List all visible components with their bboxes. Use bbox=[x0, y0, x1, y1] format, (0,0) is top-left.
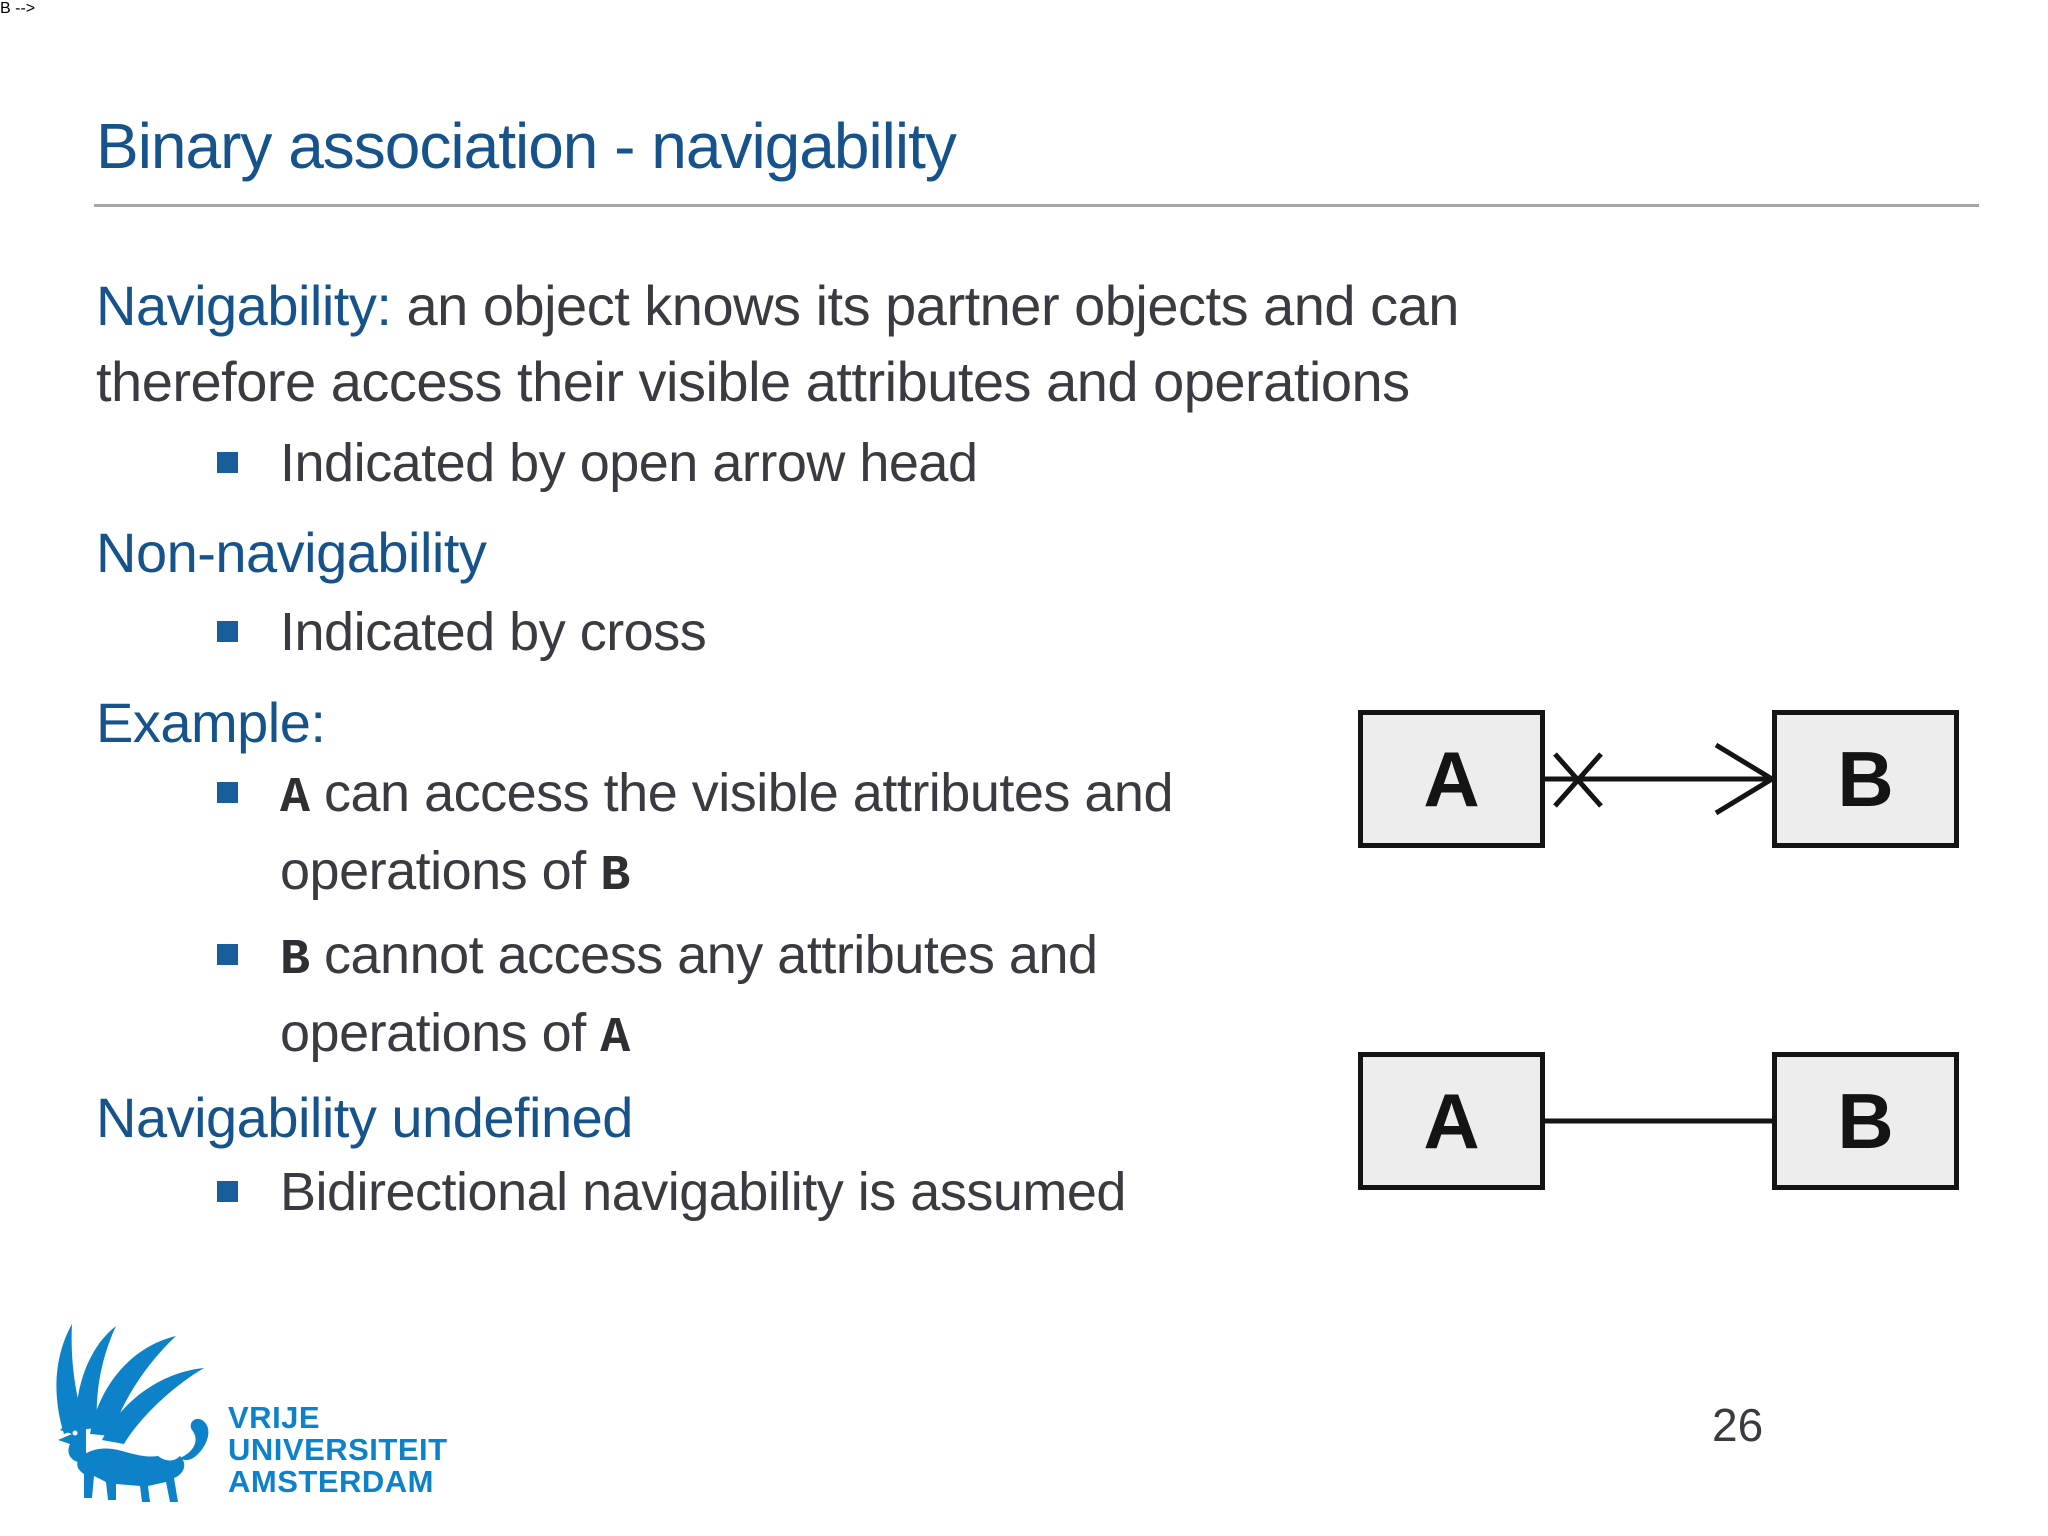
bullet-example-b: B cannot access any attributes and opera… bbox=[217, 919, 1098, 1075]
bullet-square-icon bbox=[217, 621, 238, 642]
intro-paragraph: Navigability: an object knows its partne… bbox=[96, 268, 1816, 420]
cross-open-arrow-connector-icon bbox=[1545, 742, 1775, 816]
example-b-line-2: operations of A bbox=[280, 997, 1098, 1075]
bullet-example-a-text: A can access the visible attributes and … bbox=[280, 757, 1174, 913]
uml-class-b-label: B bbox=[1837, 734, 1894, 823]
uml-class-box-b-top: B bbox=[1772, 710, 1959, 848]
bullet-square-icon bbox=[217, 452, 238, 473]
bullet-square-icon bbox=[217, 782, 238, 803]
uml-class-b-label: B bbox=[1837, 1076, 1894, 1165]
title-divider bbox=[94, 204, 1979, 207]
vu-logo-line-3: AMSTERDAM bbox=[228, 1464, 434, 1499]
bullet-bidirectional: Bidirectional navigability is assumed bbox=[217, 1156, 1126, 1228]
uml-class-a-label: A bbox=[1423, 734, 1480, 823]
bullet-open-arrow-label: Indicated by open arrow head bbox=[280, 433, 978, 493]
vu-griffin-logo-icon bbox=[56, 1324, 209, 1502]
heading-navigability-undefined: Navigability undefined bbox=[96, 1086, 633, 1149]
bullet-example-a: A can access the visible attributes and … bbox=[217, 757, 1174, 913]
page-title: Binary association - navigability bbox=[96, 110, 957, 182]
class-a-term: A bbox=[600, 1010, 630, 1067]
bullet-open-arrow: Indicated by open arrow head bbox=[217, 427, 978, 499]
heading-example: Example: bbox=[96, 691, 326, 754]
uml-class-box-a-top: A bbox=[1358, 710, 1545, 848]
bullet-example-b-text: B cannot access any attributes and opera… bbox=[280, 919, 1098, 1075]
example-a-line-2: operations of B bbox=[280, 835, 1173, 913]
intro-lead: Navigability: bbox=[96, 274, 392, 337]
vu-logo-line-2: UNIVERSITEIT bbox=[228, 1432, 448, 1467]
heading-non-navigability: Non-navigability bbox=[96, 521, 487, 584]
uml-class-box-b-bottom: B bbox=[1772, 1052, 1959, 1190]
vu-logo-line-1: VRIJE bbox=[228, 1400, 321, 1435]
intro-line-1-rest: an object knows its partner objects and … bbox=[391, 274, 1459, 337]
class-a-term: A bbox=[280, 770, 310, 827]
bullet-cross: Indicated by cross bbox=[217, 596, 707, 668]
plain-line-connector-icon bbox=[1545, 1118, 1775, 1124]
bullet-square-icon bbox=[217, 1181, 238, 1202]
bullet-cross-label: Indicated by cross bbox=[280, 602, 707, 662]
class-b-term: B bbox=[280, 932, 310, 989]
intro-line-1: Navigability: an object knows its partne… bbox=[96, 268, 1816, 344]
example-a-line-2-pre: operations of bbox=[280, 841, 601, 901]
intro-line-2: therefore access their visible attribute… bbox=[96, 350, 1410, 413]
example-b-line-1: B cannot access any attributes and bbox=[280, 919, 1098, 997]
class-b-term: B bbox=[600, 848, 630, 905]
page-number: 26 bbox=[1712, 1399, 1764, 1451]
bullet-bidirectional-label: Bidirectional navigability is assumed bbox=[280, 1162, 1126, 1222]
example-a-line-1-rest: can access the visible attributes and bbox=[309, 763, 1173, 823]
example-b-line-2-pre: operations of bbox=[280, 1003, 601, 1063]
uml-class-a-label: A bbox=[1423, 1076, 1480, 1165]
example-b-line-1-rest: cannot access any attributes and bbox=[309, 925, 1098, 985]
example-a-line-1: A can access the visible attributes and bbox=[280, 757, 1174, 835]
vu-logo-wordmark: VRIJE UNIVERSITEIT AMSTERDAM bbox=[228, 1402, 448, 1498]
bullet-square-icon bbox=[217, 944, 238, 965]
uml-class-box-a-bottom: A bbox=[1358, 1052, 1545, 1190]
